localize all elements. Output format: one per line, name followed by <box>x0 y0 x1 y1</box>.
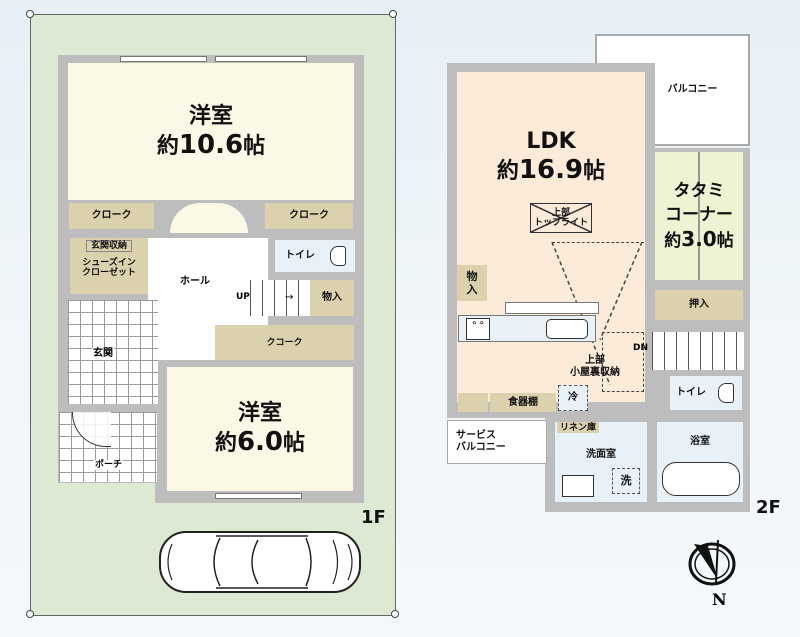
attic-storage-label: 上部 小屋裏収納 <box>555 355 635 379</box>
room-name: 洋室 <box>237 401 282 426</box>
room-western-6-0: 洋室 約6.0帖 <box>167 367 353 491</box>
compass-label: N <box>712 590 727 609</box>
toilet-2f: トイレ <box>670 376 742 410</box>
lot-corner-pin <box>26 10 34 18</box>
cabinet <box>458 393 488 412</box>
storage-label: 入 <box>466 283 478 296</box>
hall-label: ホール <box>180 276 210 287</box>
oshiire-closet: 押入 <box>655 290 743 320</box>
room-size: 約3.0帖 <box>664 227 734 251</box>
service-balcony-label: サービス <box>456 430 496 441</box>
washroom-label: 洗面室 <box>586 449 616 460</box>
closet-right: クローク <box>265 203 353 229</box>
storage-1f: 物入 <box>310 280 354 316</box>
tatami-label: タタミ <box>673 181 725 201</box>
entrance-storage: 玄関収納 <box>85 240 132 252</box>
lot-corner-pin <box>26 610 34 618</box>
arrow-right-icon: → <box>285 292 294 303</box>
window <box>120 56 207 62</box>
toilet-icon <box>330 246 346 266</box>
shoe-in-closet: 玄関収納 シューズイン クローゼット <box>70 238 148 294</box>
storage-2f: 物 入 <box>457 265 487 301</box>
service-balcony-label: バルコニー <box>456 442 506 453</box>
bathroom-label: 浴室 <box>690 436 710 447</box>
attic-outline <box>552 242 644 243</box>
toilet-icon <box>718 383 734 403</box>
room-size: 約16.9帖 <box>496 155 606 185</box>
room-western-10-6: 洋室 約10.6帖 <box>68 63 354 200</box>
lot-corner-pin <box>389 10 397 18</box>
linen-closet: リネン庫 <box>557 422 599 433</box>
lot-corner-pin <box>391 610 399 618</box>
attic-label: 小屋裏収納 <box>570 367 620 378</box>
dish-cabinet: 食器棚 <box>490 393 556 412</box>
toplight-label: トップライト <box>533 218 588 228</box>
storage-label: 物 <box>466 270 478 283</box>
sink-icon <box>546 319 588 339</box>
room-name: 洋室 <box>188 103 233 129</box>
toplight-label: 上部 <box>551 208 570 218</box>
fridge-space: 冷 <box>558 385 588 411</box>
room-name: LDK <box>526 129 576 154</box>
vanity-sink-icon <box>562 475 594 497</box>
attic-hatch-outline <box>602 332 644 392</box>
stairs-down-label: DN <box>633 343 649 353</box>
car-icon <box>159 531 361 593</box>
room-size: 約10.6帖 <box>156 129 266 160</box>
stairs-2f <box>652 332 744 370</box>
window <box>215 56 307 62</box>
stove-icon: ⚬⚬ <box>466 318 490 340</box>
toplight-skylight: 上部 トップライト <box>530 203 592 233</box>
porch-label: ポーチ <box>94 460 124 470</box>
closet-center: クコーク <box>215 325 354 360</box>
floor-label-1f: 1F <box>361 507 386 528</box>
washer-space: 洗 <box>612 468 640 494</box>
entrance-label: 玄関 <box>92 348 114 360</box>
shoe-closet-label: シューズイン <box>82 258 136 268</box>
room-ldk <box>457 72 645 402</box>
compass-north-icon <box>688 539 736 586</box>
kitchen-upper-cabinet <box>505 302 599 314</box>
stairs-up-label: UP <box>236 292 250 302</box>
window <box>215 493 302 499</box>
bathtub-icon <box>662 462 740 496</box>
ldk-label: LDK 約16.9帖 <box>457 128 645 186</box>
balcony-label: バルコニー <box>667 84 718 95</box>
shoe-closet-label: クローゼット <box>81 268 136 278</box>
closet-left: クローク <box>69 203 154 229</box>
service-balcony: サービス バルコニー <box>447 420 547 464</box>
toilet-label: トイレ <box>676 387 706 398</box>
double-door[interactable] <box>170 203 248 233</box>
tatami-label: コーナー <box>665 205 733 225</box>
stairs-1f <box>250 280 310 316</box>
tatami-corner: タタミ コーナー 約3.0帖 <box>655 152 743 280</box>
attic-label: 上部 <box>585 355 605 366</box>
room-size: 約6.0帖 <box>214 427 306 457</box>
floor-label-2f: 2F <box>756 497 781 518</box>
toilet-label: トイレ <box>285 250 315 261</box>
